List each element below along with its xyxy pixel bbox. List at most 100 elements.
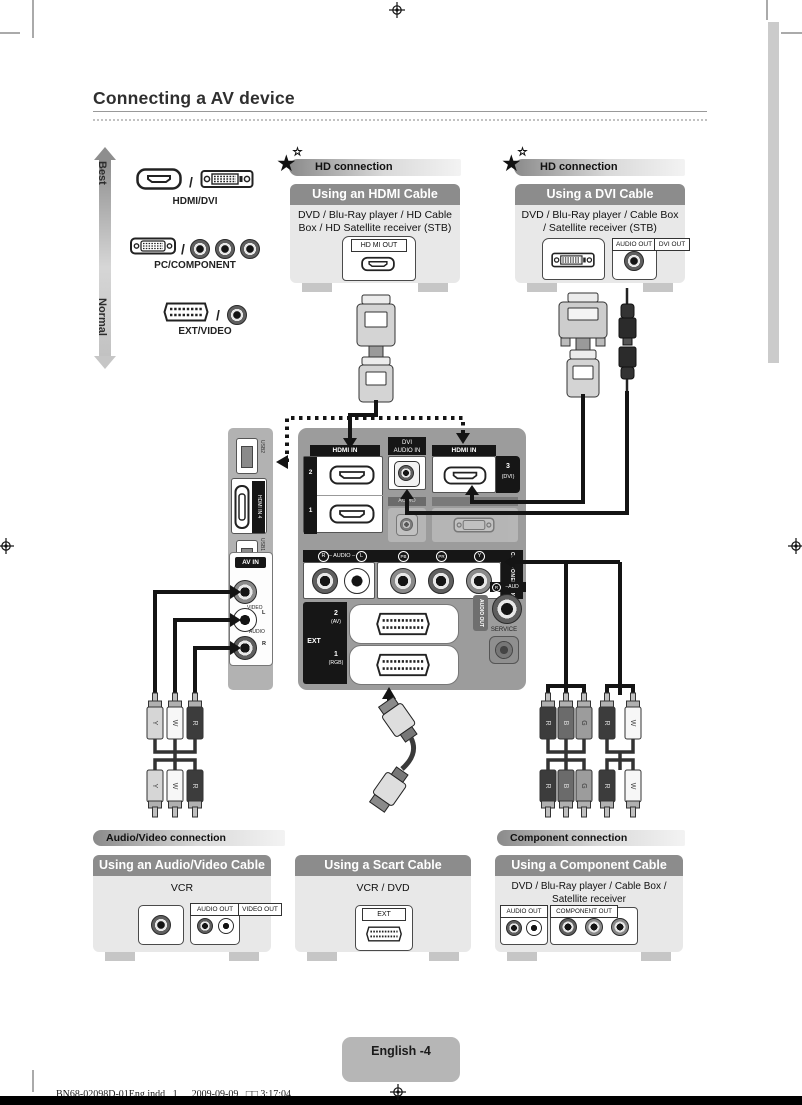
plug-label: R <box>191 783 198 788</box>
star-icon: ★ <box>276 150 297 176</box>
tv-side-panel: USB2 HDMI IN 4 USB1 (HDD) AV IN VIDEO L … <box>228 428 273 690</box>
audio-l-label: L <box>262 610 266 616</box>
video-out-jack <box>218 918 234 934</box>
slash-separator: / <box>216 306 220 323</box>
av-in-label: AV IN <box>235 557 266 568</box>
audio-span-label: – AUDIO – <box>328 553 356 559</box>
tv-rear-panel: HDMI IN 2 1 DVI AUDIO IN HDMI IN 3 (DVI) <box>298 428 526 690</box>
video-label: VIDEO <box>247 605 263 611</box>
usb2-port <box>236 438 258 474</box>
scart-port-1 <box>349 645 459 685</box>
plug-label: Y <box>151 784 158 789</box>
scart-connector-icon <box>163 302 209 327</box>
box-foot <box>418 283 448 292</box>
section-component-cable: Using a Component Cable DVD / Blu-Ray pl… <box>495 855 683 961</box>
av-connection-badge: Audio/Video connection <box>93 830 285 846</box>
plug-label: W <box>171 783 178 790</box>
hdmi-port-icon <box>234 484 250 535</box>
arrow-down-icon <box>94 356 116 369</box>
dvi-audio-in-port <box>388 456 426 490</box>
pc-in-bar <box>432 497 518 506</box>
legend-item-ext-video: / <box>145 302 265 327</box>
plug-label: B <box>562 721 569 726</box>
plug-label: Y <box>151 721 158 726</box>
plug-label: B <box>562 784 569 789</box>
plug-label: W <box>171 720 178 727</box>
y-circle-label: Y <box>474 551 485 562</box>
rca-jack-icon <box>226 304 247 325</box>
footer-datetime: 2009-09-09 □□ 3:17:04 <box>191 1089 291 1100</box>
audio-out-label: AUDIO OUT <box>500 905 548 918</box>
vga-port-icon <box>451 516 497 539</box>
page-edge-tab <box>768 22 779 363</box>
vga-connector-icon <box>130 236 177 261</box>
section-header: Using a Scart Cable <box>295 855 471 876</box>
usb-slot-icon <box>241 446 253 468</box>
box-foot <box>307 952 337 961</box>
service-label: SERVICE <box>490 627 518 633</box>
port2-number: 2 <box>308 469 313 476</box>
hdmi-port-icon <box>361 256 395 277</box>
ext2-number: 2 <box>334 610 338 617</box>
av-cable: Y W R Y W R <box>146 692 204 818</box>
ext-strip: EXT 2 (AV) 1 (RGB) <box>303 602 347 684</box>
audio-out-label: AUDIO OUT <box>190 903 240 916</box>
page-title: Connecting a AV device <box>93 88 295 108</box>
box-foot <box>641 952 671 961</box>
dvi-audio-jack <box>398 465 414 481</box>
dvi-audio-in-header: DVI AUDIO IN <box>388 437 426 455</box>
dvi-cable <box>558 292 608 398</box>
audio-r-jack <box>233 636 257 660</box>
box-foot <box>643 283 673 292</box>
ext2-sub: (AV) <box>331 619 341 625</box>
arrow-up-icon <box>94 147 116 160</box>
port3-tab: 3 (DVI) <box>496 456 520 493</box>
scart-port-2 <box>349 604 459 644</box>
port-number-strip: 2 1 <box>304 457 317 534</box>
ext-label: EXT <box>362 908 406 921</box>
hdmi-connector-icon <box>136 168 182 195</box>
small-star-icon: ★ <box>293 147 303 158</box>
ext1-sub: (RGB) <box>328 660 344 666</box>
service-port <box>489 636 519 664</box>
audio-in-jacks <box>303 562 375 599</box>
device-list: VCR <box>170 882 194 894</box>
device-list: DVD / Blu-Ray player / Cable Box / Satel… <box>521 209 679 234</box>
component-video-cable: R B G R B G <box>539 692 593 818</box>
scart-icon <box>364 926 404 947</box>
source-device: HD MI OUT <box>342 236 416 281</box>
audio-r-jack <box>312 568 338 594</box>
scale-label-normal: Normal <box>96 298 108 336</box>
pc-in-port <box>432 508 518 542</box>
dvi-port-icon <box>549 251 597 274</box>
r-circle-label: R <box>492 583 501 592</box>
dotted-divider <box>93 119 707 121</box>
jack-plate <box>394 461 420 487</box>
scart-device: EXT <box>355 905 413 951</box>
hdmi-in3-header: HDMI IN <box>432 445 496 456</box>
footer-file: BN68-02098D-01Eng.indd 1 <box>56 1089 178 1100</box>
r-aud-bar: R –AUD <box>490 582 526 592</box>
section-header: Using a Component Cable <box>495 855 683 876</box>
pb-circle-label: PB <box>398 551 409 562</box>
hdmi3-port <box>432 456 496 493</box>
ext1-number: 1 <box>334 651 338 658</box>
legend-item-hdmi-dvi: / <box>130 168 260 195</box>
source-device-audio <box>612 240 657 280</box>
plug-label: R <box>191 720 198 725</box>
audio-label: AUDIO <box>249 629 265 635</box>
title-rule <box>93 111 707 112</box>
port1-number: 1 <box>308 507 313 514</box>
hdmi-in-ports: 2 1 <box>303 456 383 534</box>
pr-circle-label: PR <box>436 551 447 562</box>
dvi-out-label: DVI OUT <box>654 238 690 251</box>
section-dvi-cable: Using a DVI Cable DVD / Blu-Ray player /… <box>515 184 690 292</box>
rca-jack-icon <box>214 238 235 259</box>
audio-out-jack <box>492 594 522 624</box>
dvi-audio-line1: DVI <box>401 440 412 446</box>
component-in-jacks <box>377 562 501 599</box>
audio-cable <box>618 288 637 393</box>
vcr-video-port <box>138 905 184 945</box>
audio-l-jack <box>344 568 370 594</box>
